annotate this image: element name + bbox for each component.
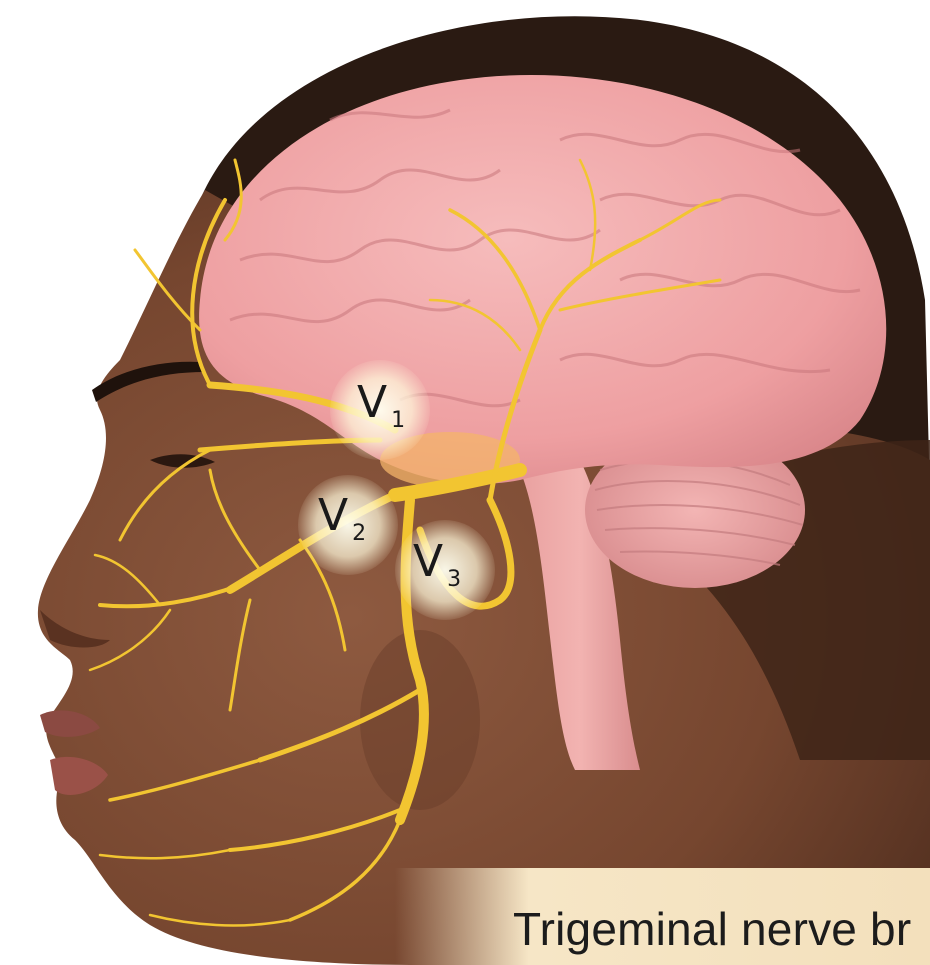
v2-letter: V xyxy=(318,490,348,541)
v3-letter: V xyxy=(413,536,443,587)
v1-index: 1 xyxy=(391,408,405,433)
caption: Trigeminal nerve br xyxy=(513,902,930,956)
v3-index: 3 xyxy=(447,567,461,592)
v2-index: 2 xyxy=(352,521,366,546)
v1-letter: V xyxy=(357,377,387,428)
